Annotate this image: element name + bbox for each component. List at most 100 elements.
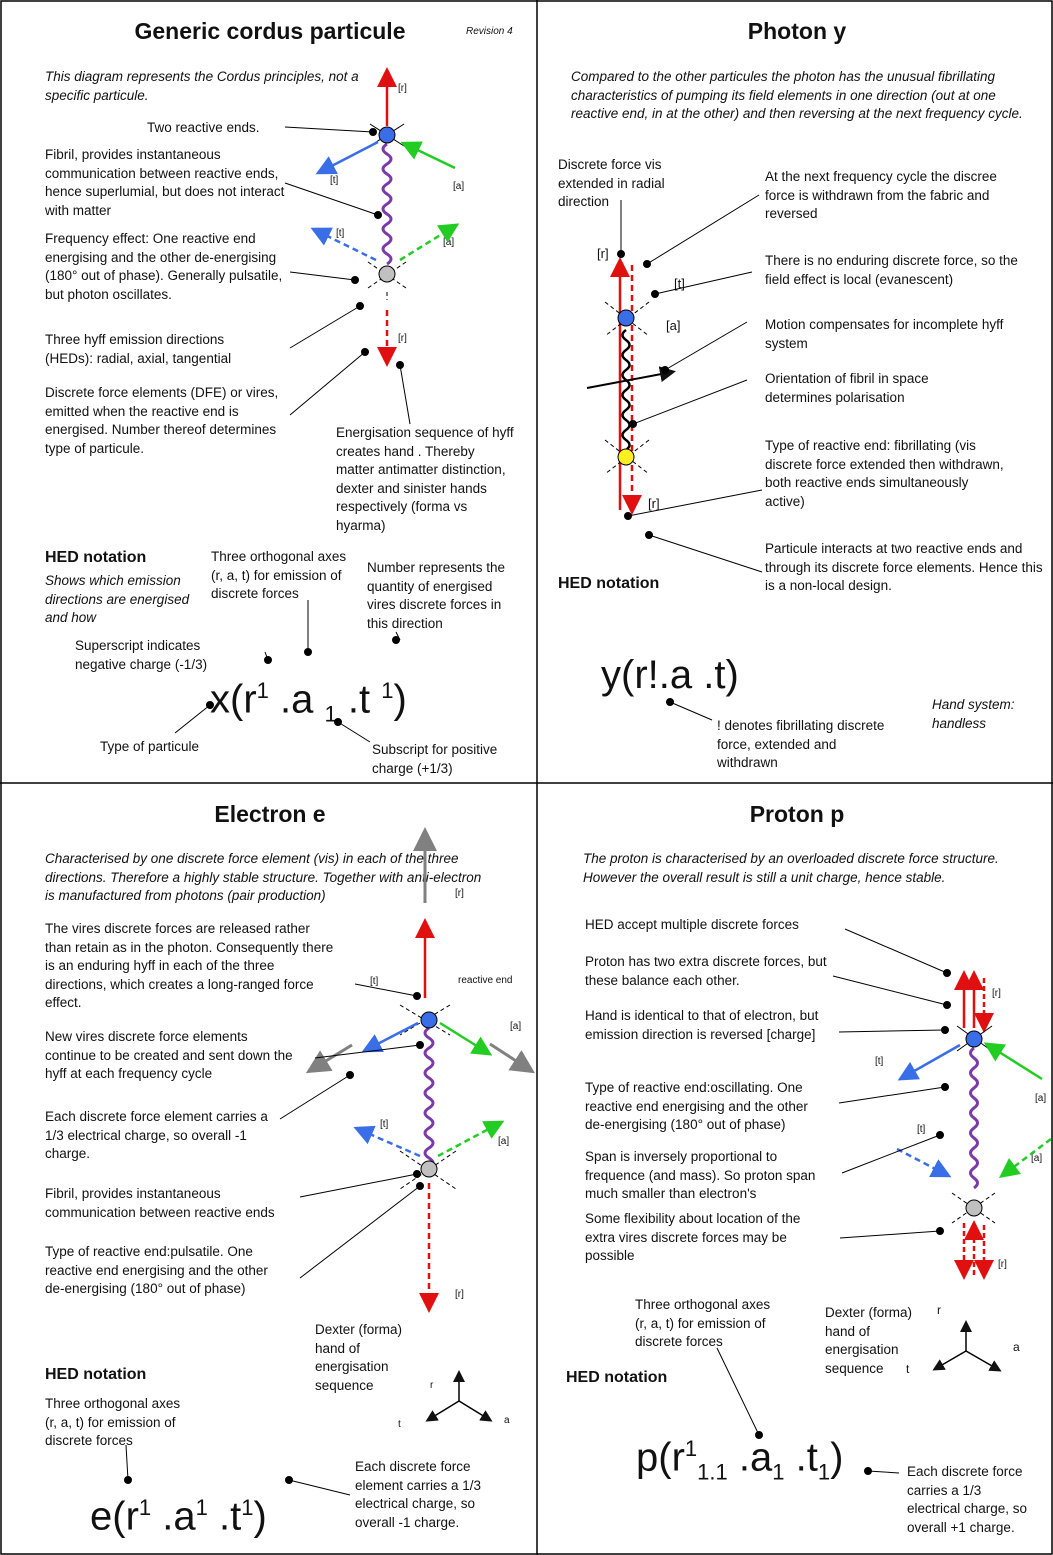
label-a-lower: [a] [498,1136,510,1147]
superscript-text: Superscript indicates negative charge (-… [75,638,208,672]
heds-text: Three hyff emission directions (HEDs): r… [45,332,232,366]
br-diagram [716,928,1052,1475]
label-r-lower: [r] [998,1259,1007,1270]
motion-text: Motion compensates for incomplete hyff s… [765,317,1004,351]
fibril-text: Fibril, provides instantaneous communica… [45,147,285,218]
label-a: [a] [1035,1093,1047,1104]
intro-text: The proton is characterised by an overlo… [583,851,999,885]
charge-text: Each discrete force element carries a 1/… [355,1459,482,1530]
axis-r: r [937,1303,941,1317]
intro-text: Compared to the other particules the pho… [571,69,1023,121]
vires-text: The vires discrete forces are released r… [45,921,334,1010]
reactive-end-bottom [378,265,396,283]
orientation-text: Orientation of fibril in space determine… [765,371,929,405]
axis-t: t [398,1419,401,1430]
axis-a: a [504,1415,510,1426]
label-a: [a] [666,318,681,333]
notation-p: p(r11.1 .a1 .t1) [636,1435,844,1485]
label-r-top: [r] [992,988,1001,999]
label-t: [t] [674,276,685,291]
label-a: [a] [510,1021,522,1032]
label-r-lower: [r] [398,333,407,344]
label-t: [t] [875,1056,884,1067]
label-a: [a] [453,181,465,192]
accept-text: HED accept multiple discrete forces [585,917,799,932]
charge-text: Each discrete force carries a 1/3 electr… [907,1464,1028,1535]
panel-title: Generic cordus particule [134,18,406,44]
reactive-end-label: reactive end [458,975,513,986]
dexter-text: Dexter (forma) hand of energisation sequ… [315,1322,403,1393]
notation-x: x(r1 .a 1 .t 1) [210,677,407,727]
label-a-lower: [a] [1031,1153,1043,1164]
span-text: Span is inversely proportional to freque… [585,1149,816,1201]
hed-title: HED notation [566,1369,668,1386]
label-t: [t] [330,175,339,186]
hand-text: Hand system: handless [932,697,1015,731]
label-t: [t] [370,976,379,987]
flex-text: Some flexibility about location of the e… [585,1211,801,1263]
no-enduring-text: There is no enduring discrete force, so … [765,253,1018,287]
label-r-top: [r] [455,888,464,899]
label-t-lower: [t] [917,1124,926,1135]
label-r-lower: [r] [455,1289,464,1300]
label-r-top: [r] [398,83,407,94]
next-cycle-text: At the next frequency cycle the discree … [765,169,997,221]
number-text: Number represents the quantity of energi… [367,560,506,631]
axes-text: Three orthogonal axes (r, a, t) for emis… [45,1396,181,1448]
panel-proton: Proton p The proton is characterised by … [537,783,1053,1555]
panel-title: Photon y [747,18,847,44]
axis-r: r [430,1380,434,1391]
interacts-text: Particule interacts at two reactive ends… [765,541,1043,593]
tr-diagram [586,194,763,721]
axis-t: t [906,1362,910,1376]
label-r: [r] [597,246,609,261]
new-vires-text: New vires discrete force elements contin… [45,1029,293,1081]
type-end-text: Type of reactive end: fibrillating (vis … [765,438,1004,509]
each-dfe-text: Each discrete force element carries a 1/… [45,1109,268,1161]
fibril-text: Fibril, provides instantaneous communica… [45,1186,275,1220]
dfe-text: Discrete force elements (DFE) or vires, … [45,385,279,456]
axes-text: Three orthogonal axes (r, a, t) for emis… [635,1297,771,1349]
axis-a: a [1013,1340,1020,1354]
type-text: Type of particule [100,739,200,754]
reactive-end-bottom [965,1199,983,1217]
type-end-text: Type of reactive end:pulsatile. One reac… [45,1244,268,1296]
reactive-end-top [617,309,635,327]
hed-title: HED notation [558,575,660,592]
reactive-end-top [420,1011,438,1029]
reactive-end-bottom [617,448,635,466]
axes-text: Three orthogonal axes (r, a, t) for emis… [211,549,347,601]
panel-title: Electron e [214,801,326,827]
reactive-end-top [965,1030,983,1048]
frequency-text: Frequency effect: One reactive end energ… [45,231,283,302]
type-end-text: Type of reactive end:oscillating. One re… [585,1080,808,1132]
label-t-lower: [t] [336,228,345,239]
hand-text: Hand is identical to that of electron, b… [585,1008,819,1042]
notation-y: y(r!.a .t) [601,653,739,697]
two-ends-text: Two reactive ends. [147,120,260,135]
revision-label: Revision 4 [466,26,513,37]
energisation-text: Energisation sequence of hyff creates ha… [336,425,514,533]
hed-title: HED notation [45,549,147,566]
subscript-text: Subscript for positive charge (+1/3) [372,742,498,776]
notation-e: e(r1 .a1 .t1) [90,1494,267,1539]
hed-desc: Shows which emission directions are ener… [45,573,190,625]
fibril [381,142,393,266]
reactive-end-top [378,126,396,144]
tl-diagram [174,67,460,743]
panel-generic-cordus: Generic cordus particule Revision 4 This… [0,0,537,783]
panel-photon: Photon y Compared to the other particule… [537,0,1053,783]
label-t-lower: [t] [380,1119,389,1130]
dexter-text: Dexter (forma) hand of energisation sequ… [825,1305,913,1376]
discrete-text: Discrete force vis extended in radial di… [558,157,665,209]
extra-text: Proton has two extra discrete forces, bu… [585,954,827,988]
panel-title: Proton p [749,801,845,827]
panel-electron: Electron e Characterised by one discrete… [0,783,537,1555]
hed-title: HED notation [45,1366,147,1383]
label-r-lower: [r] [648,496,660,511]
label-a-lower: [a] [443,237,455,248]
intro-text: This diagram represents the Cordus princ… [45,69,359,103]
reactive-end-bottom [420,1160,438,1178]
fibrillating-text: ! denotes fibrillating discrete force, e… [717,718,885,770]
